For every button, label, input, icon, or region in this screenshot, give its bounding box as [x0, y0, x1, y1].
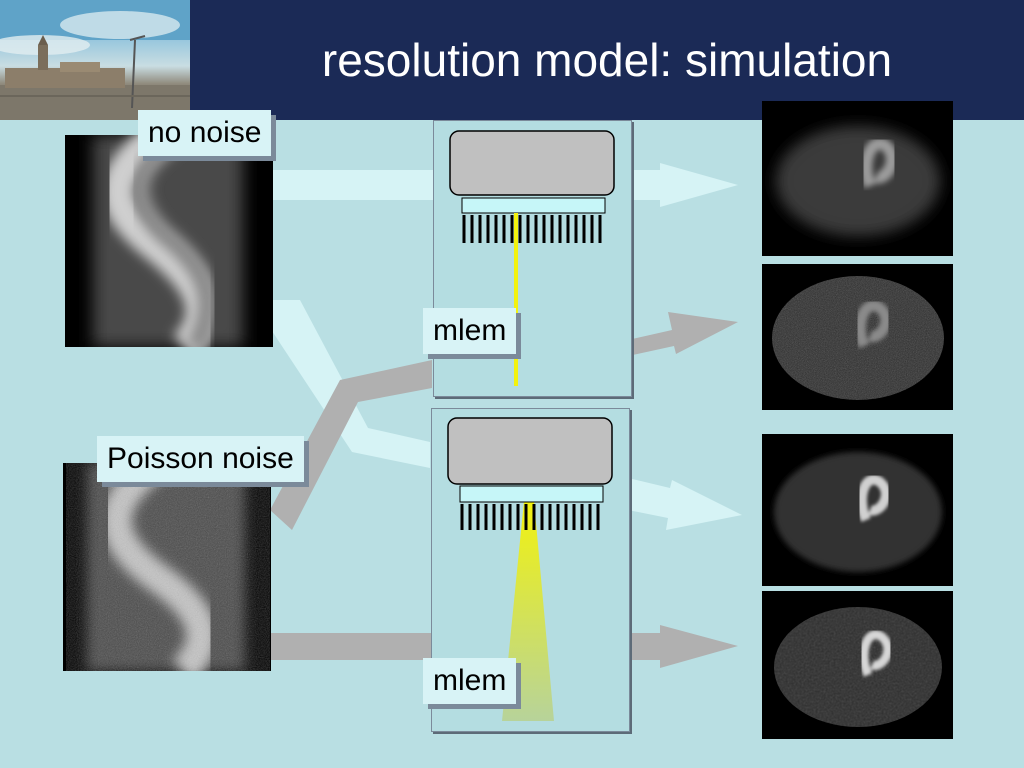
camera-panel-top [433, 120, 632, 397]
heart-phantom-noisy-sharp-icon [774, 607, 942, 727]
arrow-no-noise-diagonal [270, 300, 430, 468]
slide-title: resolution model: simulation [321, 34, 893, 86]
recon-no-noise-with-model [762, 434, 953, 586]
sinogram-icon [65, 135, 273, 347]
recon-noisy-with-model [762, 591, 953, 739]
label-mlem-top: mlem [423, 308, 517, 354]
arrow-gray-top [628, 312, 738, 356]
heart-phantom-noisy-icon [772, 276, 944, 400]
header-photo [0, 0, 190, 120]
city-square-photo-icon [0, 0, 190, 120]
recon-no-noise-no-model [762, 101, 953, 256]
slide-header: resolution model: simulation [0, 0, 1024, 120]
heart-phantom-sharp-icon [774, 452, 942, 572]
recon-noisy-no-model [762, 264, 953, 410]
label-mlem-bottom: mlem [423, 658, 517, 704]
sinogram-poisson-noise [63, 463, 271, 671]
sinogram-noisy-icon [63, 463, 271, 671]
gamma-camera-icon [449, 130, 615, 386]
label-no-noise: no noise [138, 110, 272, 156]
sinogram-no-noise [65, 135, 273, 347]
arrow-light-bottom [628, 478, 742, 530]
label-poisson-noise: Poisson noise [97, 436, 304, 482]
arrow-poisson-diagonal [270, 360, 432, 530]
heart-phantom-reconstruction-icon [776, 126, 940, 236]
gamma-camera-cone-icon [447, 417, 613, 721]
